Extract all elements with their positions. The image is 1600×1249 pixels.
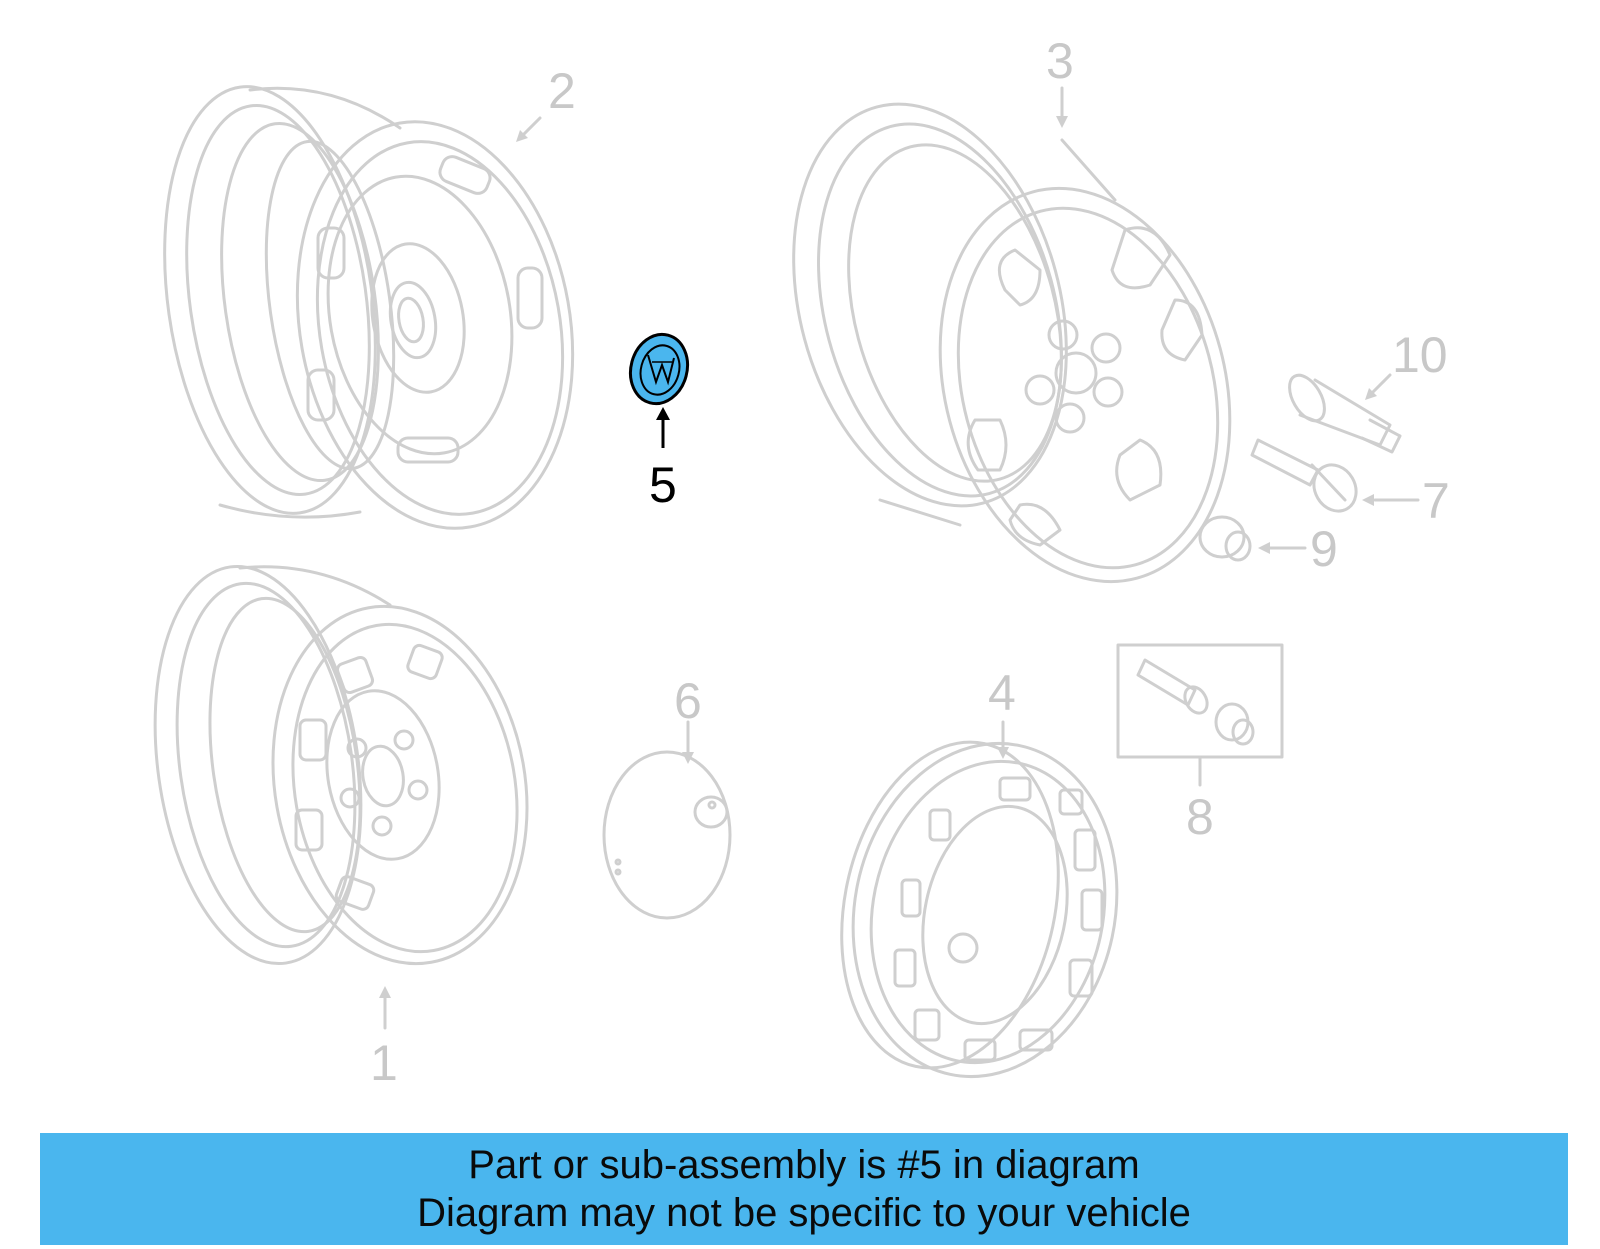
part-6-center-cap[interactable]: [602, 750, 732, 920]
part-3-alloy-wheel[interactable]: [751, 73, 1272, 614]
arrowhead-2: [516, 130, 528, 142]
callout-number-5: 5: [649, 457, 677, 513]
arrow-10: [1368, 373, 1392, 397]
part-4-wheel-cover[interactable]: [813, 719, 1147, 1102]
part-2-steel-wheel[interactable]: [139, 73, 603, 550]
callout-number-2: 2: [548, 63, 576, 119]
banner-line-1: Part or sub-assembly is #5 in diagram: [468, 1143, 1140, 1187]
arrowhead-5: [656, 407, 670, 420]
callout-number-7: 7: [1422, 473, 1450, 529]
callout-number-6: 6: [674, 673, 702, 729]
part-10-valve-stem[interactable]: [1282, 369, 1402, 454]
arrowhead-4: [997, 747, 1009, 759]
callout-number-8: 8: [1186, 789, 1214, 845]
callout-arrows: [379, 86, 1420, 1030]
callout-number-9: 9: [1310, 521, 1338, 577]
part-1-steel-wheel[interactable]: [131, 553, 554, 984]
banner-line-2: Diagram may not be specific to your vehi…: [417, 1191, 1191, 1235]
arrowhead-9: [1258, 542, 1270, 554]
callout-number-3: 3: [1046, 33, 1074, 89]
arrowhead-1: [379, 986, 391, 998]
arrowhead-10: [1365, 388, 1377, 400]
part-5-center-cap[interactable]: [623, 328, 695, 410]
callout-number-1: 1: [370, 1035, 398, 1091]
callout-number-10: 10: [1392, 327, 1448, 383]
callout-number-4: 4: [988, 665, 1016, 721]
part-7-lug-bolt[interactable]: [1250, 438, 1364, 519]
info-banner: Part or sub-assembly is #5 in diagram Di…: [40, 1133, 1568, 1245]
arrowhead-6: [682, 752, 694, 764]
part-9-lug-nut[interactable]: [1198, 515, 1252, 562]
arrowhead-3: [1056, 116, 1068, 128]
part-8-wheel-lock-kit[interactable]: [1116, 643, 1284, 787]
arrowhead-7: [1362, 494, 1374, 506]
